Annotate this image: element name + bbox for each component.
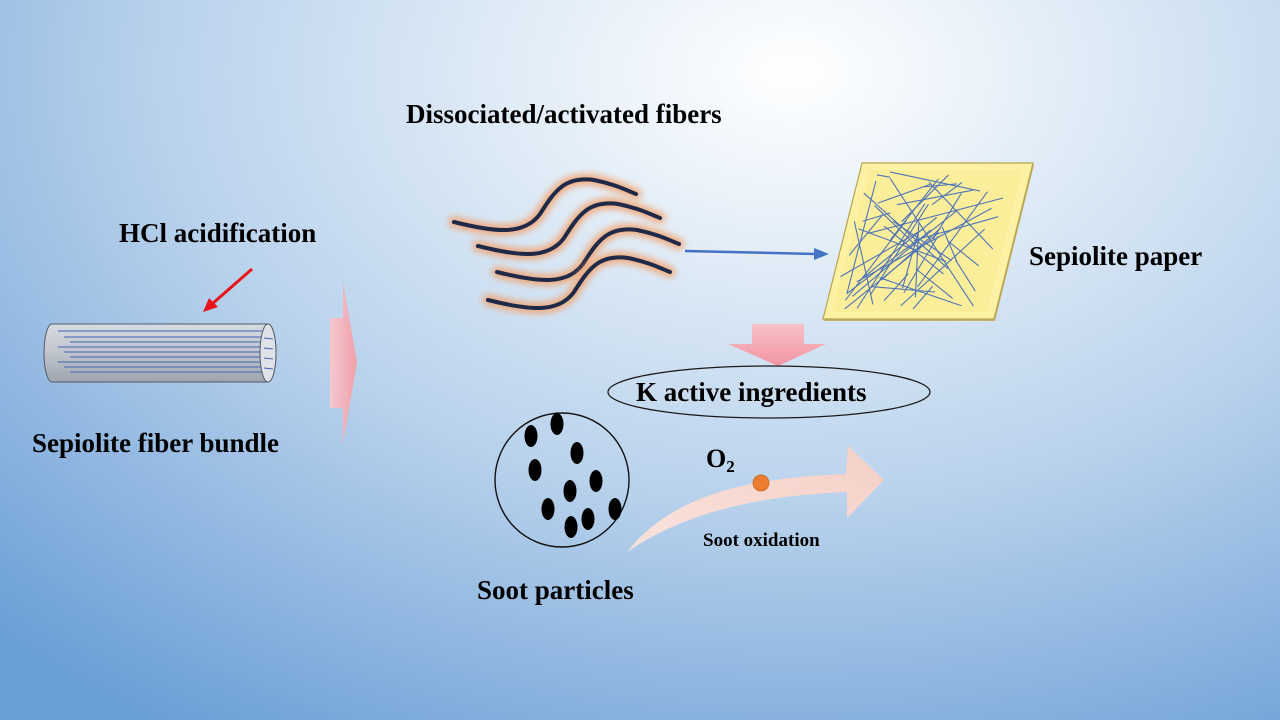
paper-fiber-line [879, 277, 962, 307]
dissociated-fiber [495, 227, 681, 282]
hcl-acidification-label: HCl acidification [119, 218, 317, 248]
paper-fiber-line [914, 223, 920, 298]
paper-fiber-line [870, 204, 929, 295]
soot-oxidation-label: Soot oxidation [703, 530, 820, 551]
pink-right-block-arrow-icon [330, 282, 357, 444]
o2-molecule-dot [752, 474, 770, 492]
dissociated-fiber [476, 201, 662, 256]
paper-fiber-line [846, 241, 916, 294]
paper-fiber-line [900, 228, 985, 307]
fiber-bundle-label: Sepiolite fiber bundle [32, 428, 280, 458]
paper-fiber-line [917, 191, 988, 288]
paper-fiber-line [915, 268, 953, 299]
paper-fiber-line [876, 174, 891, 178]
sepiolite-paper-label: Sepiolite paper [1029, 241, 1203, 271]
paper-fiber-line [863, 192, 949, 269]
paper-fiber-line [861, 217, 937, 280]
soot-particle [524, 425, 538, 447]
paper-fiber-line [947, 240, 979, 267]
curved-pink-arrow-icon [627, 446, 884, 552]
sepiolite-paper-graphic [822, 162, 1034, 321]
k-active-ingredients-label: K active ingredients [636, 377, 867, 407]
paper-fiber-line [928, 181, 994, 250]
paper-fiber-line [932, 193, 962, 240]
o2-subscript: 2 [726, 457, 735, 476]
paper-fiber-line [856, 203, 926, 309]
pink-down-block-arrow-icon [728, 324, 826, 366]
bundle-end-fiber [263, 367, 274, 370]
dissociated-fibers-graphic [448, 173, 685, 314]
paper-fiber-line [852, 229, 931, 297]
paper-fiber-line [846, 180, 877, 295]
red-diagonal-arrow-icon [203, 267, 253, 312]
paper-fiber-line [862, 212, 891, 222]
sepiolite-fiber-bundle-graphic [43, 323, 277, 383]
bundle-end-fiber [263, 347, 274, 350]
soot-particles-graphic [494, 412, 630, 548]
paper-fiber-line [903, 236, 939, 293]
o2-main-text: O [706, 444, 727, 473]
soot-particle [550, 413, 564, 435]
dissociated-fiber [486, 255, 672, 310]
soot-particle [563, 480, 577, 502]
paper-fiber-line [845, 219, 907, 301]
soot-particle [608, 498, 622, 520]
soot-particle [564, 516, 578, 538]
paper-fiber-line [867, 197, 1004, 234]
soot-particle [581, 508, 595, 530]
dissociated-fibers-label: Dissociated/activated fibers [406, 99, 722, 129]
soot-particle [589, 470, 603, 492]
soot-particle [570, 442, 584, 464]
paper-fiber-line [858, 228, 947, 262]
paper-fiber-line [896, 189, 974, 206]
paper-fiber-line [883, 273, 909, 301]
paper-fiber-line [848, 213, 884, 256]
paper-fiber-line [912, 285, 933, 310]
paper-fiber-line [856, 207, 992, 283]
bundle-end-fiber [263, 357, 274, 360]
dissociated-fiber [452, 177, 638, 232]
o2-label: O2 [706, 444, 735, 476]
paper-fiber-line [874, 205, 921, 250]
soot-particles-label: Soot particles [477, 575, 634, 605]
paper-fiber-line [871, 286, 936, 293]
paper-fiber-line [902, 232, 919, 289]
paper-fiber-line [877, 183, 931, 204]
paper-fiber-line [892, 221, 952, 261]
paper-fiber-line [889, 171, 981, 192]
bundle-end-fiber [263, 337, 274, 340]
blue-right-arrow-icon [684, 248, 829, 260]
k-active-ingredients-ellipse [607, 365, 931, 419]
paper-fiber-line [955, 259, 976, 292]
soot-particle [528, 459, 542, 481]
paper-fiber-line [890, 178, 939, 240]
paper-fiber-line [889, 178, 974, 307]
soot-particle [541, 498, 555, 520]
paper-fiber-line [913, 216, 999, 241]
paper-fiber-line [840, 228, 924, 277]
paper-fiber-line [921, 183, 957, 188]
